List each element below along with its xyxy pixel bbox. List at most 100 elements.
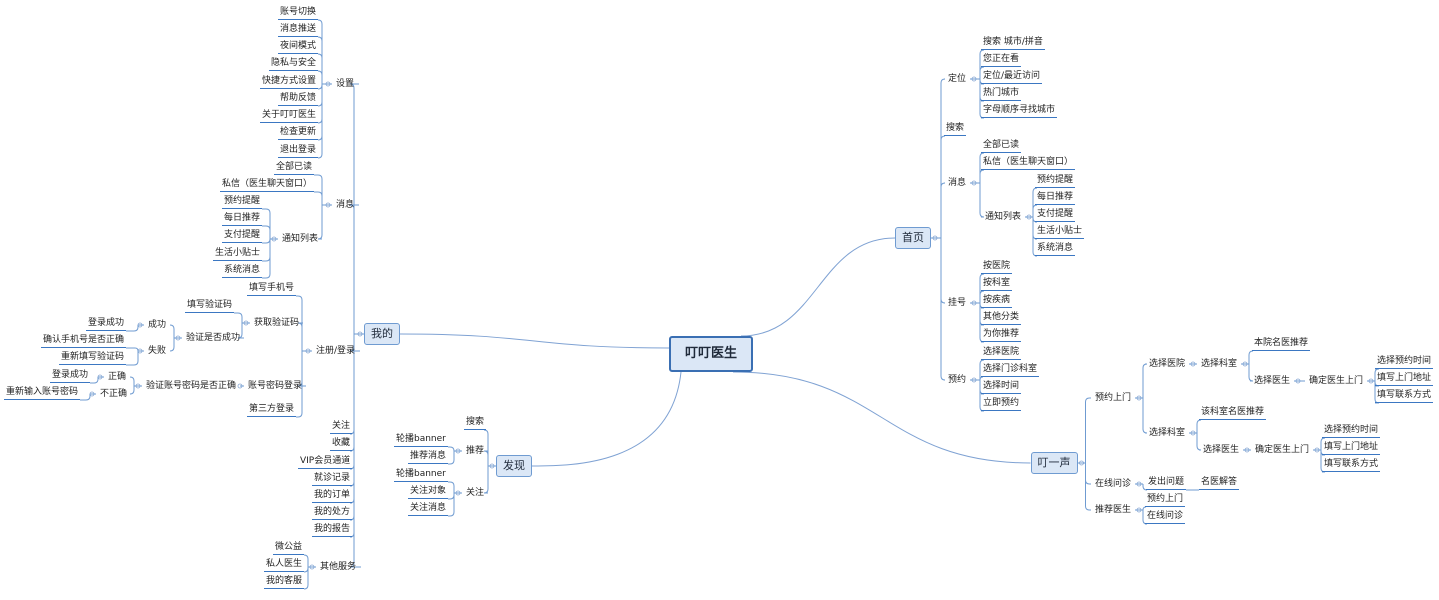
node-discover-follow-items-1[interactable]: 关注对象	[408, 485, 449, 499]
node-mine-settings-label[interactable]: 设置	[336, 79, 355, 89]
node-mine-register-verify-account[interactable]: 验证账号密码是否正确	[146, 381, 237, 391]
node-home-register-items-0[interactable]: 按医院	[981, 260, 1013, 274]
node-mine-settings-items-1[interactable]: 消息推送	[278, 23, 319, 37]
node-mine-settings-items-0[interactable]: 账号切换	[278, 6, 319, 20]
node-ding-choose-doctor[interactable]: 选择医生	[1203, 445, 1240, 455]
node-home-booking-items-2[interactable]: 选择时间	[981, 380, 1022, 394]
node-mine-settings-items-8[interactable]: 退出登录	[278, 144, 319, 158]
node-mine-direct-2[interactable]: VIP会员通道	[298, 455, 353, 469]
node-home-booking-items-3[interactable]: 立即预约	[981, 397, 1022, 411]
node-discover-recommend-items-0[interactable]: 轮播banner	[394, 433, 448, 447]
node-mine-other-items-1[interactable]: 私人医生	[264, 558, 305, 572]
node-home-locate-items-3[interactable]: 热门城市	[981, 87, 1022, 101]
node-ding-choose-dept[interactable]: 选择科室	[1149, 428, 1186, 438]
node-home-locate-items-1[interactable]: 您正在看	[981, 53, 1022, 67]
node-home-locate-items-0[interactable]: 搜索 城市/拼音	[981, 36, 1045, 50]
node-home-register-label[interactable]: 挂号	[948, 298, 967, 308]
node-mine-messages-notice-items-4[interactable]: 系统消息	[222, 264, 263, 278]
node-discover-follow-items-2[interactable]: 关注消息	[408, 502, 449, 516]
node-home-register-items-3[interactable]: 其他分类	[981, 311, 1022, 325]
node-mine-direct-0[interactable]: 关注	[330, 420, 353, 434]
node-ding-rec-items-0[interactable]: 预约上门	[1145, 493, 1186, 507]
node-mine-register-correct-leaf[interactable]: 登录成功	[50, 369, 91, 383]
node-ding-title[interactable]: 叮一声	[1030, 452, 1078, 474]
node-mine-settings-items-5[interactable]: 帮助反馈	[278, 92, 319, 106]
node-mine-messages-private[interactable]: 私信（医生聊天窗口）	[220, 178, 315, 192]
node-discover-search[interactable]: 搜索	[464, 416, 487, 430]
node-mine-messages-notice-items-1[interactable]: 每日推荐	[222, 212, 263, 226]
node-mine-register-fail-leaves-1[interactable]: 重新填写验证码	[59, 351, 127, 365]
node-home-messages-notice-items-3[interactable]: 生活小贴士	[1035, 225, 1085, 239]
node-mine-register-success[interactable]: 成功	[148, 320, 167, 330]
node-ding-rec-items-1[interactable]: 在线问诊	[1145, 510, 1186, 524]
node-mine-other-items-0[interactable]: 微公益	[273, 541, 305, 555]
node-mine-register-incorrect-leaf[interactable]: 重新输入账号密码	[4, 386, 81, 400]
node-discover-recommend[interactable]: 推荐	[466, 446, 485, 456]
node-ding-confirm-visit[interactable]: 确定医生上门	[1255, 445, 1310, 455]
node-ding-choose-doctor[interactable]: 选择医生	[1254, 376, 1291, 386]
node-ding-ask[interactable]: 发出问题	[1146, 476, 1187, 490]
node-mine-register-label[interactable]: 注册/登录	[316, 346, 356, 356]
node-home-locate-items-4[interactable]: 字母顺序寻找城市	[981, 104, 1058, 118]
node-home-messages-notice-items-2[interactable]: 支付提醒	[1035, 208, 1076, 222]
node-root[interactable]: 叮叮医生	[669, 336, 754, 372]
node-home-messages-notice-items-4[interactable]: 系统消息	[1035, 242, 1076, 256]
node-mine-messages-notice-items-3[interactable]: 生活小贴士	[213, 247, 263, 261]
node-mine-other-label[interactable]: 其他服务	[320, 562, 357, 572]
node-discover-title[interactable]: 发现	[496, 455, 532, 477]
node-ding-hospital-famous[interactable]: 本院名医推荐	[1252, 337, 1311, 351]
node-home-messages-notice-items-0[interactable]: 预约提醒	[1035, 174, 1076, 188]
node-mine-register-fail[interactable]: 失败	[148, 346, 167, 356]
node-discover-follow[interactable]: 关注	[466, 488, 485, 498]
node-ding-visit-items-2[interactable]: 填写联系方式	[1375, 389, 1434, 403]
node-home-messages-read-all[interactable]: 全部已读	[981, 139, 1022, 153]
node-mine-settings-items-6[interactable]: 关于叮叮医生	[260, 109, 319, 123]
node-mine-messages-notice[interactable]: 通知列表	[282, 234, 319, 244]
node-home-locate-items-2[interactable]: 定位/最近访问	[981, 70, 1043, 84]
node-ding-confirm-visit[interactable]: 确定医生上门	[1309, 376, 1364, 386]
node-ding-visit-items-0[interactable]: 选择预约时间	[1375, 355, 1434, 369]
node-mine-messages-notice-items-0[interactable]: 预约提醒	[222, 195, 263, 209]
node-ding-visit-items-1[interactable]: 填写上门地址	[1375, 372, 1434, 386]
node-mine-register-incorrect[interactable]: 不正确	[100, 389, 128, 399]
node-ding-visit-items-1[interactable]: 填写上门地址	[1322, 441, 1381, 455]
node-mine-register-success-leaf[interactable]: 登录成功	[86, 317, 127, 331]
node-home-register-items-2[interactable]: 按疾病	[981, 294, 1013, 308]
node-mine-direct-3[interactable]: 就诊记录	[312, 472, 353, 486]
node-mine-register-fail-leaves-0[interactable]: 确认手机号是否正确	[41, 334, 127, 348]
node-ding-answer[interactable]: 名医解答	[1199, 476, 1240, 490]
node-ding-dept-famous[interactable]: 该科室名医推荐	[1199, 406, 1267, 420]
node-ding-choose-dept[interactable]: 选择科室	[1201, 359, 1238, 369]
node-home-messages-private[interactable]: 私信（医生聊天窗口）	[981, 156, 1076, 170]
node-mine-settings-items-4[interactable]: 快捷方式设置	[260, 75, 319, 89]
node-mine-direct-6[interactable]: 我的报告	[312, 523, 353, 537]
node-home-booking-items-0[interactable]: 选择医院	[981, 346, 1022, 360]
node-ding-visit[interactable]: 预约上门	[1095, 393, 1132, 403]
node-discover-follow-items-0[interactable]: 轮播banner	[394, 468, 448, 482]
node-mine-register-correct[interactable]: 正确	[108, 372, 127, 382]
node-mine-settings-items-3[interactable]: 隐私与安全	[269, 57, 319, 71]
node-mine-messages-notice-items-2[interactable]: 支付提醒	[222, 229, 263, 243]
node-mine-title[interactable]: 我的	[364, 323, 400, 345]
node-home-messages-notice-items-1[interactable]: 每日推荐	[1035, 191, 1076, 205]
node-mine-register-verify[interactable]: 验证是否成功	[186, 333, 241, 343]
node-mine-other-items-2[interactable]: 我的客服	[264, 575, 305, 589]
node-mine-register-account-login[interactable]: 账号密码登录	[248, 381, 303, 391]
node-ding-visit-items-2[interactable]: 填写联系方式	[1322, 458, 1381, 472]
node-home-booking-label[interactable]: 预约	[948, 375, 967, 385]
node-mine-settings-items-2[interactable]: 夜间模式	[278, 40, 319, 54]
node-home-booking-items-1[interactable]: 选择门诊科室	[981, 363, 1040, 377]
node-home-register-items-4[interactable]: 为你推荐	[981, 328, 1022, 342]
node-discover-recommend-items-1[interactable]: 推荐消息	[408, 450, 449, 464]
node-home-register-items-1[interactable]: 按科室	[981, 277, 1013, 291]
node-mine-messages-label[interactable]: 消息	[336, 200, 355, 210]
node-ding-visit-items-0[interactable]: 选择预约时间	[1322, 424, 1381, 438]
node-mine-register-fill-code[interactable]: 填写验证码	[185, 299, 235, 313]
node-home-locate-label[interactable]: 定位	[948, 74, 967, 84]
node-mine-direct-1[interactable]: 收藏	[330, 437, 353, 451]
node-mine-register-third[interactable]: 第三方登录	[247, 403, 297, 417]
node-mine-direct-4[interactable]: 我的订单	[312, 489, 353, 503]
node-ding-recommend-doctor[interactable]: 推荐医生	[1095, 505, 1132, 515]
node-home-title[interactable]: 首页	[895, 227, 931, 249]
node-mine-direct-5[interactable]: 我的处方	[312, 506, 353, 520]
